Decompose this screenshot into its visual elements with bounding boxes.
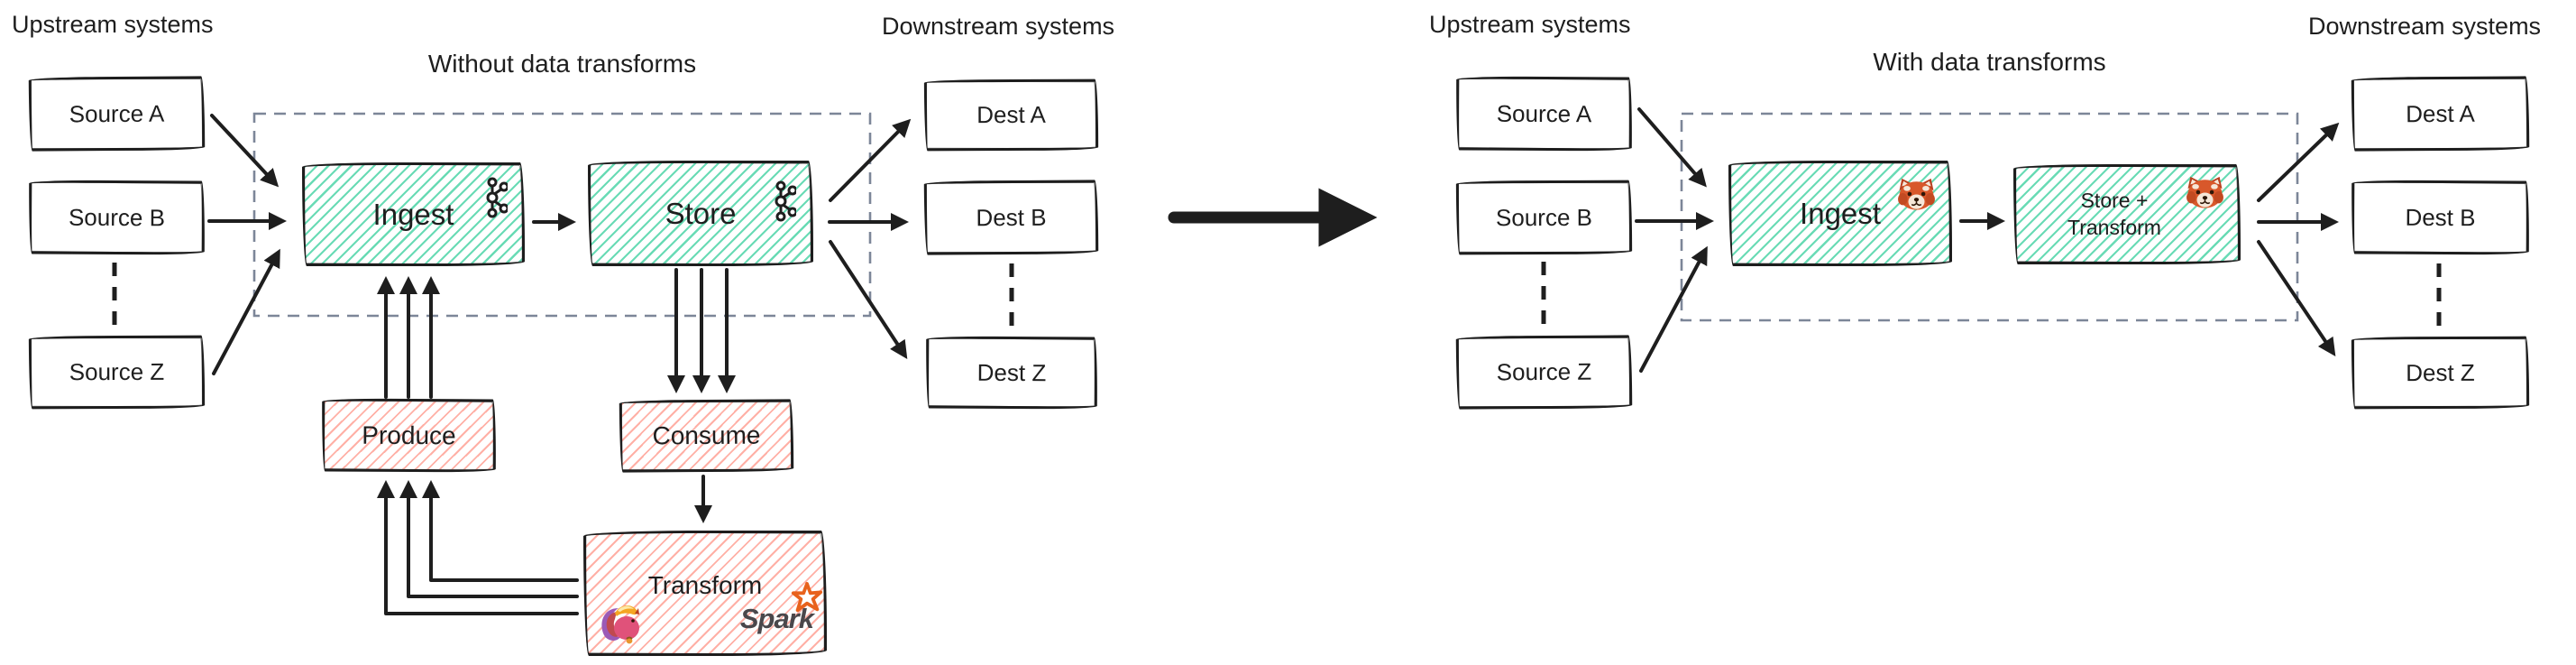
dest-b-box-right: Dest B [2351, 180, 2530, 255]
red-panda-logo-icon [2184, 175, 2226, 209]
produce-box: Produce [321, 398, 497, 473]
source-b-label-right: Source B [1495, 203, 1593, 231]
downstream-systems-label-right: Downstream systems [2308, 13, 2542, 40]
dest-z-box-right: Dest Z [2351, 336, 2530, 410]
arrow-left-store-destZ [829, 240, 908, 360]
dest-a-box-left: Dest A [923, 79, 1099, 152]
store-transform-box: Store + Transform [2013, 164, 2241, 264]
source-z-box-left: Source Z [28, 335, 206, 410]
kafka-logo-icon [769, 180, 796, 222]
transform-label: Transform [647, 570, 763, 599]
arrow-left-sourceA-ingest [210, 114, 280, 188]
arrow-transform-produce-1 [422, 480, 579, 582]
consume-label: Consume [652, 420, 761, 450]
red-panda-logo-icon [1895, 177, 1938, 211]
ingest-label-left: Ingest [372, 197, 454, 231]
transform-box: Transform Spark [583, 531, 827, 656]
panel-title-without-transforms: Without data transforms [427, 50, 697, 78]
arrow-right-sourceA-ingest [1637, 107, 1707, 188]
store-label-left: Store [665, 196, 737, 230]
arrow-right-store-destZ [2257, 240, 2336, 356]
ingest-box-right: Ingest [1728, 161, 1952, 266]
consume-box: Consume [619, 399, 794, 473]
source-b-box-left: Source B [28, 180, 206, 255]
upstream-systems-label-right: Upstream systems [1429, 11, 1631, 38]
source-a-box-right: Source A [1455, 76, 1633, 152]
ingest-box-left: Ingest [302, 162, 525, 266]
dest-z-box-left: Dest Z [925, 336, 1098, 410]
dest-b-box-left: Dest B [923, 180, 1099, 255]
kafka-logo-icon [481, 177, 508, 218]
arrow-transform-produce-3 [377, 480, 579, 615]
arrow-left-sourceZ-ingest [212, 248, 280, 375]
ingest-label-right: Ingest [1800, 196, 1881, 230]
source-a-label-left: Source A [69, 99, 165, 127]
panel-title-with-transforms: With data transforms [1873, 48, 2106, 76]
dest-b-label-left: Dest B [976, 203, 1047, 231]
source-b-box-right: Source B [1455, 180, 1633, 255]
store-transform-label: Store + Transform [2067, 188, 2161, 239]
spark-logo: Spark [740, 603, 813, 635]
store-box-left: Store [588, 161, 813, 266]
upstream-systems-label-left: Upstream systems [12, 11, 214, 38]
downstream-systems-label-left: Downstream systems [882, 13, 1115, 40]
dest-a-label-left: Dest A [976, 100, 1046, 129]
source-b-label-left: Source B [68, 203, 166, 231]
spark-star-icon [790, 581, 824, 615]
dest-a-label-right: Dest A [2406, 99, 2475, 127]
arrow-transform-produce-2 [399, 480, 579, 598]
arrow-right-sourceZ-ingest [1639, 245, 1708, 373]
source-z-box-right: Source Z [1455, 335, 1633, 410]
arrow-left-store-destA [829, 118, 912, 202]
arrow-right-store-destA [2257, 122, 2340, 202]
source-a-label-right: Source A [1496, 99, 1592, 127]
dest-b-label-right: Dest B [2405, 203, 2476, 231]
source-z-label-left: Source Z [69, 357, 165, 386]
flink-squirrel-logo-icon [597, 601, 644, 646]
source-a-box-left: Source A [28, 76, 206, 152]
dest-z-label-left: Dest Z [976, 358, 1047, 386]
produce-label: Produce [362, 420, 456, 449]
dest-z-label-right: Dest Z [2406, 358, 2475, 386]
source-z-label-right: Source Z [1496, 357, 1592, 386]
dest-a-box-right: Dest A [2351, 76, 2530, 152]
